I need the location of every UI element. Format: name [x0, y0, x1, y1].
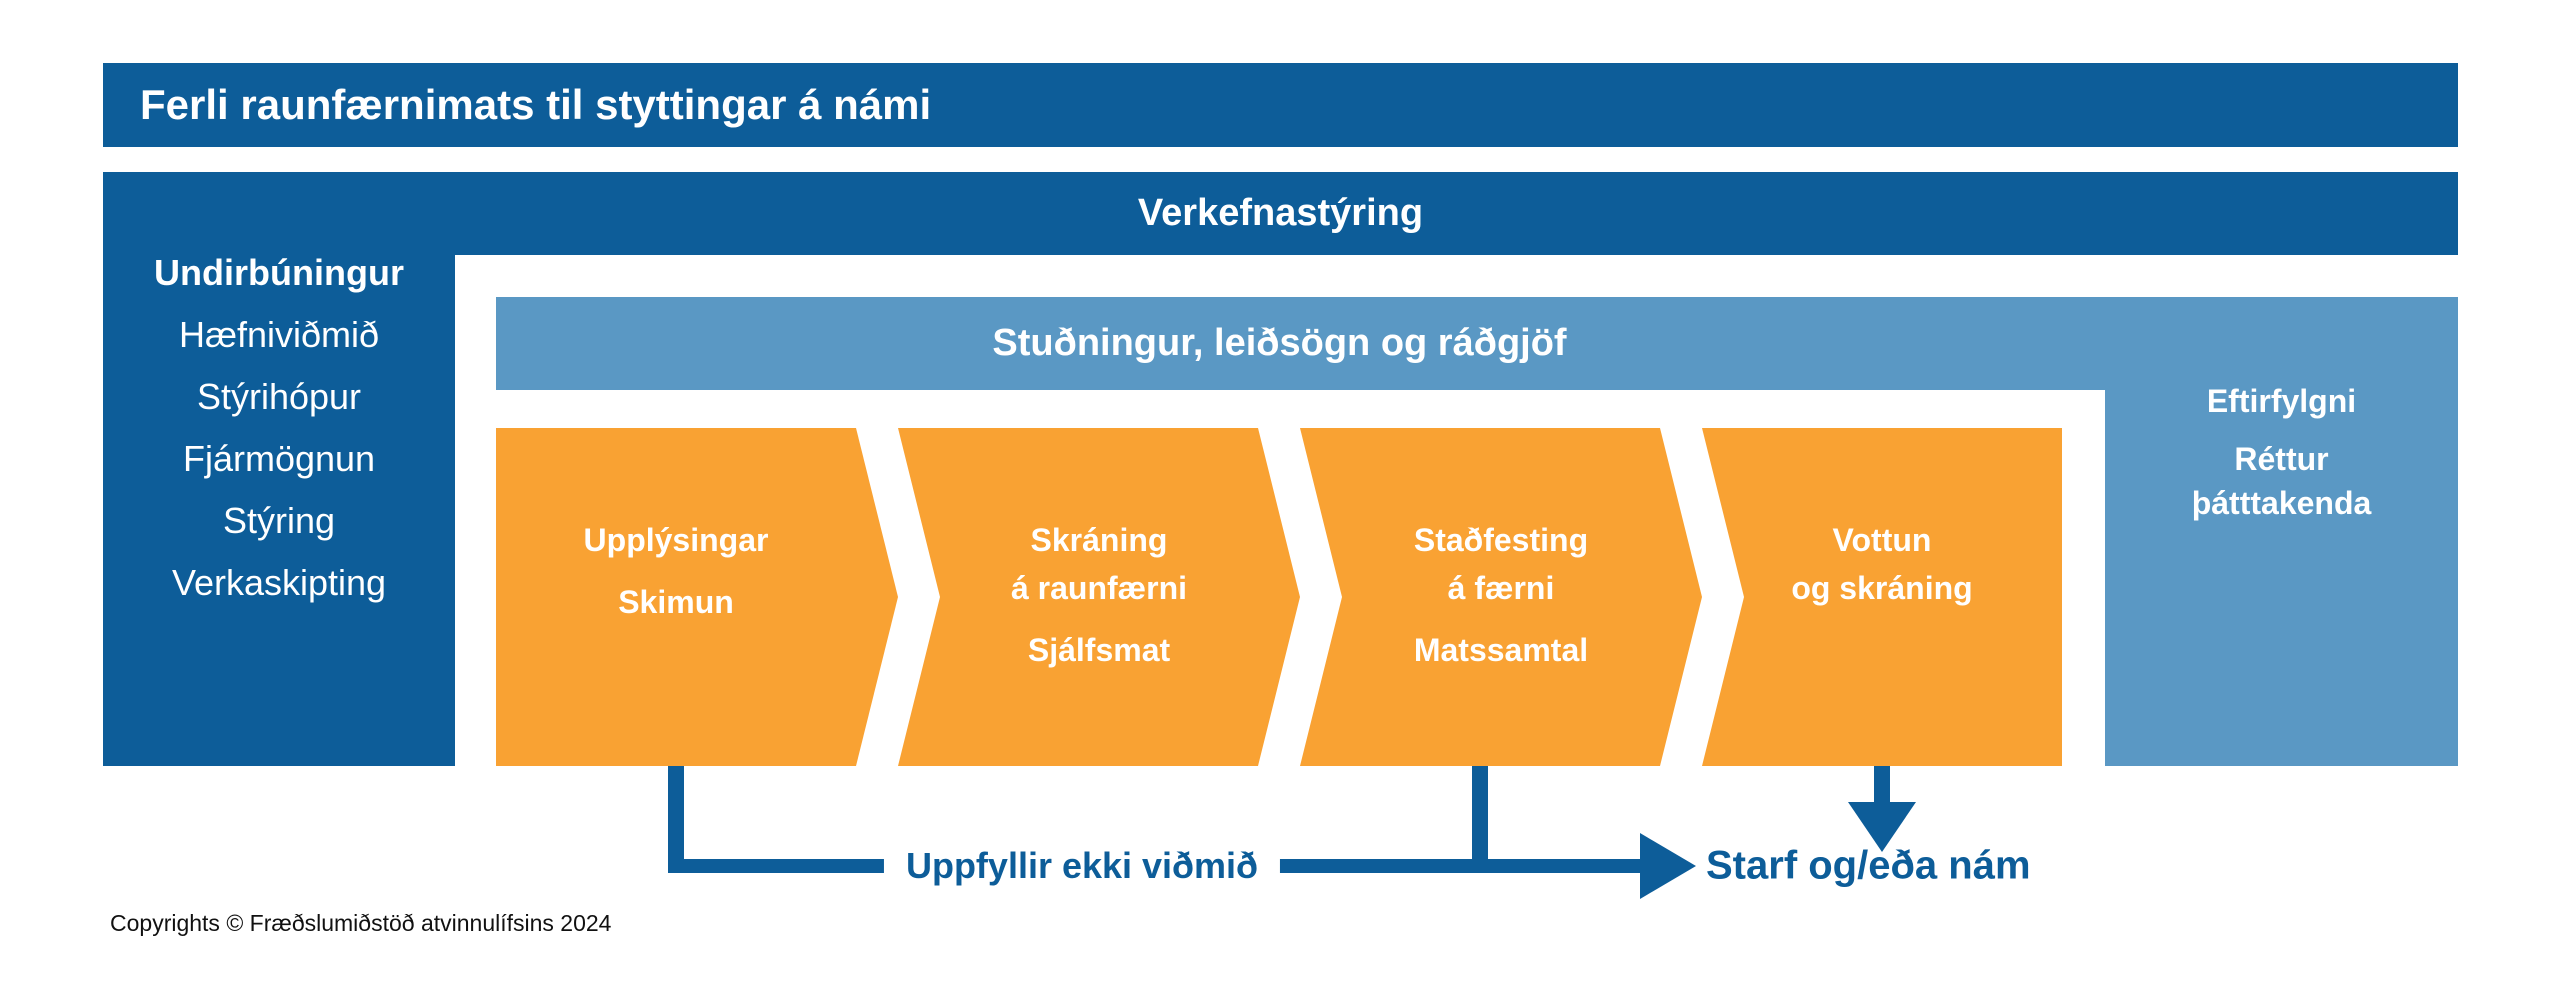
right-arrow-icon: [1640, 833, 1696, 899]
preparation-item: Stýring: [222, 500, 336, 541]
followup-heading: Eftirfylgni: [2206, 383, 2357, 419]
down-arrow-head: [1848, 802, 1916, 852]
support-label: Stuðningur, leiðsögn og ráðgjöf: [992, 322, 1567, 364]
preparation-item: Verkaskipting: [171, 562, 387, 603]
process-step-1: Upplýsingar Skimun: [496, 428, 898, 766]
step-title: Vottun og skráning: [1791, 522, 1973, 606]
step-title: Staðfesting á færni: [1413, 522, 1589, 606]
copyright-text: Copyrights © Fræðslumiðstöð atvinnulífsi…: [110, 910, 612, 936]
step-subtitle: Skimun: [618, 584, 734, 620]
step-title: Upplýsingar: [583, 522, 769, 558]
step-subtitle: Sjálfsmat: [1027, 632, 1171, 668]
outcome-label: Starf og/eða nám: [1706, 843, 2031, 888]
step-subtitle: Matssamtal: [1413, 632, 1589, 668]
preparation-column: Undirbúningur Hæfniviðmið Stýrihópur Fjá…: [103, 172, 455, 766]
preparation-item: Fjármögnun: [182, 438, 376, 479]
step-title: Skráning á raunfærni: [1010, 522, 1188, 606]
process-step-2: Skráning á raunfærni Sjálfsmat: [898, 428, 1300, 766]
preparation-item: Stýrihópur: [196, 376, 362, 417]
preparation-item: Hæfniviðmið: [178, 314, 380, 355]
preparation-heading: Undirbúningur: [154, 252, 404, 293]
fail-label: Uppfyllir ekki viðmið: [883, 845, 1281, 887]
followup-subheading: Réttur þátttakenda: [2191, 441, 2372, 521]
down-arrow-icon: [1848, 766, 1916, 852]
project-management-band: Verkefnastýring: [103, 172, 2458, 255]
connector-vertical-line-step3: [1472, 766, 1488, 866]
title-banner: Ferli raunfærnimats til styttingar á nám…: [103, 63, 2458, 147]
page-title: Ferli raunfærnimats til styttingar á nám…: [140, 81, 932, 128]
process-step-3: Staðfesting á færni Matssamtal: [1300, 428, 1702, 766]
connector-vertical-line-step1: [668, 766, 684, 866]
down-arrow-stem: [1874, 766, 1890, 806]
process-step-4: Vottun og skráning: [1702, 428, 2062, 766]
project-management-label: Verkefnastýring: [1137, 192, 1424, 234]
followup-column: Eftirfylgni Réttur þátttakenda: [2105, 297, 2458, 766]
